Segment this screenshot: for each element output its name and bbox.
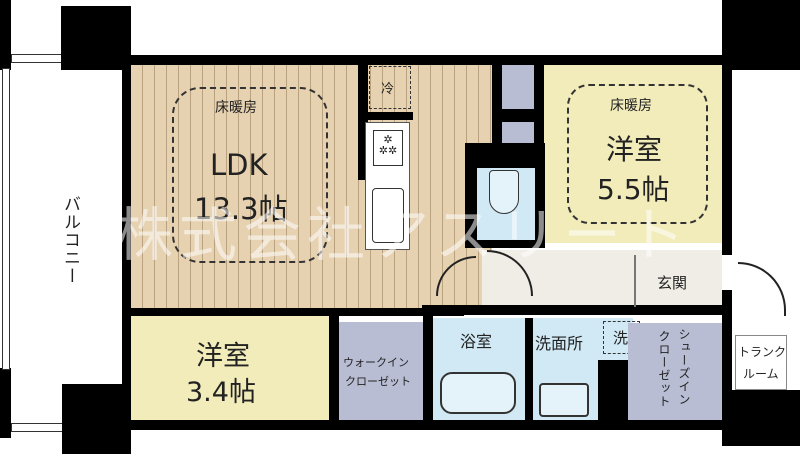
wall-wic-left bbox=[329, 316, 339, 420]
column-top-right bbox=[722, 0, 800, 70]
ldk-floor-heating-zone bbox=[172, 87, 328, 263]
balcony-outer-rail bbox=[0, 0, 11, 70]
western-room-1-size: 5.5帖 bbox=[597, 173, 670, 206]
entrance-divider bbox=[634, 255, 636, 307]
wall-ldk-bottom bbox=[131, 308, 464, 316]
trunk-room-door-swing bbox=[738, 262, 786, 316]
western-room-1-floor-heating-zone bbox=[567, 84, 708, 224]
western-room-2-size: 3.4帖 bbox=[186, 377, 256, 408]
trunk-room-line2: ルーム bbox=[743, 367, 779, 381]
balcony-top-edge bbox=[11, 54, 63, 63]
ldk-size: 13.3帖 bbox=[194, 192, 288, 226]
western-room-1-name: 洋室 bbox=[606, 133, 663, 166]
balcony-outer-rail-bottom bbox=[0, 368, 11, 438]
refrigerator-label: 冷 bbox=[381, 82, 395, 97]
western-room-2-floor bbox=[131, 316, 329, 420]
refrigerator-space bbox=[369, 66, 411, 109]
wall-top bbox=[122, 55, 732, 65]
wall-bottom bbox=[122, 420, 732, 430]
column-bottom-left bbox=[62, 384, 131, 454]
bathtub-icon bbox=[440, 372, 516, 414]
wall-shoe-left bbox=[598, 360, 628, 420]
fridge-shelf bbox=[358, 112, 413, 120]
wall-bath-left bbox=[423, 310, 433, 420]
entrance-label: 玄関 bbox=[657, 274, 688, 292]
shoe-in-closet bbox=[628, 323, 722, 420]
ldk-floor-heating-label: 床暖房 bbox=[215, 100, 257, 116]
western-room-2-name: 洋室 bbox=[196, 341, 250, 372]
wall-right-lower bbox=[722, 290, 732, 420]
trunk-room-line1: トランク bbox=[738, 345, 787, 359]
balcony-bottom-edge bbox=[11, 423, 63, 432]
wall-left bbox=[122, 55, 131, 430]
walk-in-closet-line1: ウォークイン bbox=[343, 356, 409, 369]
ldk-name: LDK bbox=[210, 148, 268, 182]
column-top-left bbox=[61, 6, 131, 70]
vanity-sink-icon bbox=[539, 383, 589, 417]
closet-upper bbox=[502, 65, 534, 109]
balcony-label: バルコニー bbox=[60, 195, 80, 285]
bathroom-label: 浴室 bbox=[460, 332, 493, 351]
washer-label: 洗 bbox=[613, 329, 629, 347]
shoe-closet-line2: クローゼット bbox=[657, 330, 671, 408]
column-bottom-right bbox=[722, 390, 800, 446]
wall-hall-bottom bbox=[422, 305, 722, 315]
toilet-icon bbox=[489, 170, 519, 214]
wall-right-upper bbox=[722, 55, 732, 255]
western-room-1-floor-heating-label: 床暖房 bbox=[610, 98, 652, 114]
balcony-area bbox=[11, 70, 123, 374]
kitchen-partition bbox=[358, 65, 368, 180]
walk-in-closet bbox=[339, 322, 423, 420]
wall-wash-left bbox=[525, 318, 533, 420]
shoe-closet-line1: シューズイン bbox=[677, 328, 691, 406]
balcony-rail bbox=[2, 68, 10, 370]
washroom-label: 洗面所 bbox=[535, 334, 584, 353]
sink-icon bbox=[372, 188, 404, 243]
stove-icon: ✲✲✲ bbox=[373, 130, 403, 166]
trunk-room bbox=[735, 335, 787, 390]
walk-in-closet-line2: クローゼット bbox=[345, 375, 411, 388]
